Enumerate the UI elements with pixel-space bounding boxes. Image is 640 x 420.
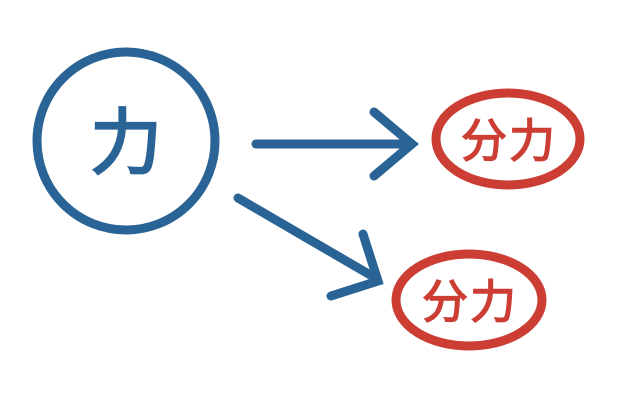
component-force-2-label: 分力	[422, 275, 518, 329]
arrow-to-component-1	[251, 107, 419, 181]
arrow-2-head	[326, 229, 384, 301]
component-force-2-ellipse	[391, 249, 547, 351]
arrow-2-shaft	[233, 193, 377, 281]
node-component-force-1[interactable]: 分力	[431, 88, 585, 190]
component-force-1-ellipse	[431, 88, 585, 190]
node-source-force[interactable]: 力	[32, 47, 220, 235]
source-force-circle	[32, 47, 220, 235]
node-component-force-2[interactable]: 分力	[391, 249, 547, 351]
source-force-label: 力	[90, 101, 162, 185]
arrow-1-head	[369, 107, 419, 181]
component-force-1-label: 分力	[461, 114, 557, 168]
arrow-to-component-2	[233, 193, 384, 301]
